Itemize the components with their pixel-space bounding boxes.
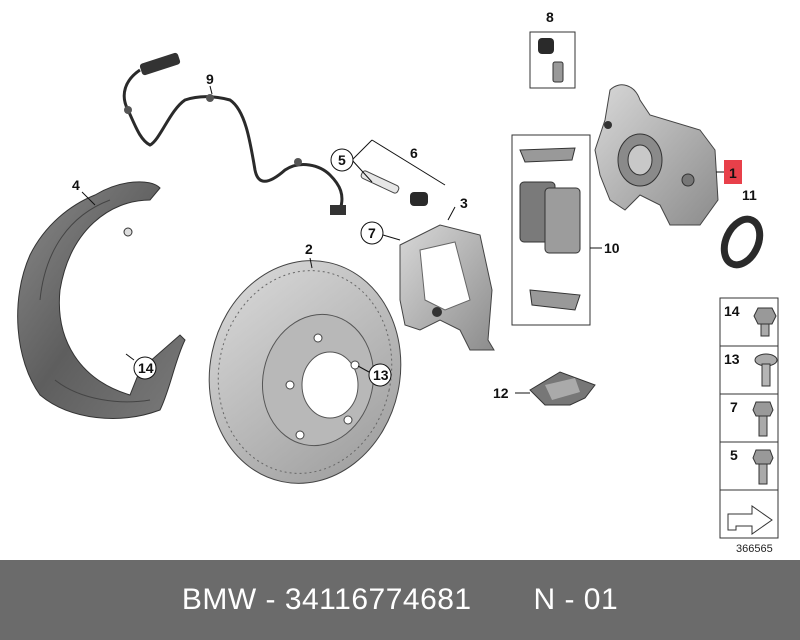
continuation-arrow-icon [727, 505, 773, 535]
callout-4: 4 [72, 177, 80, 193]
diagram-position: N - 01 [533, 583, 619, 616]
legend-5: 5 [730, 447, 738, 463]
callout-1: 1 [729, 165, 737, 181]
callout-2: 2 [305, 241, 313, 257]
bleeder-valve-part [538, 38, 564, 83]
pad-kit-frame [511, 134, 591, 326]
callout-9: 9 [206, 71, 214, 87]
part-number-banner: BMW - 34116774681 N - 01 [0, 560, 800, 640]
callout-circle [330, 148, 354, 172]
parts-diagram: 4 14 9 2 13 5 6 [17, 9, 779, 555]
bleeder-kit-frame [529, 31, 576, 89]
leader-line [81, 191, 96, 206]
callout-12: 12 [493, 385, 509, 401]
callout-7: 7 [368, 225, 376, 241]
callout-circle [368, 363, 392, 387]
callout-6: 6 [410, 145, 418, 161]
brake-disc-part [208, 260, 402, 484]
brand-name: BMW [181, 583, 257, 616]
spacer [472, 583, 534, 617]
legend-14: 14 [724, 303, 740, 319]
grease-sachet-part [529, 371, 596, 406]
callout-circle [133, 356, 157, 380]
guide-pin-part [360, 170, 428, 206]
legend-13: 13 [724, 351, 740, 367]
callout-8: 8 [546, 9, 554, 25]
bolt-14-icon [753, 307, 777, 337]
callout-3: 3 [460, 195, 468, 211]
brake-caliper-part [594, 84, 719, 226]
bolt-5-icon [752, 449, 774, 485]
callout-13-disc: 13 [373, 367, 389, 383]
separator: - [256, 583, 285, 616]
brake-pads-part [519, 147, 581, 311]
diagram-id: 366565 [736, 543, 773, 555]
callout-10: 10 [604, 240, 620, 256]
caliper-carrier-part [399, 224, 495, 351]
legend-7: 7 [730, 399, 738, 415]
callout-11: 11 [742, 187, 757, 203]
bolt-7-icon [752, 401, 774, 437]
callout-circle [360, 221, 384, 245]
callout-5: 5 [338, 152, 346, 168]
seal-ring-part [720, 215, 764, 269]
callout-14-shield: 14 [138, 360, 154, 376]
fastener-legend: 14 13 7 5 [719, 297, 779, 539]
bolt-13-icon [754, 353, 778, 387]
wear-sensor-part [122, 52, 346, 215]
brake-shield-part [17, 181, 186, 419]
callout-1-highlight [724, 160, 742, 184]
part-number: 34116774681 [284, 583, 472, 616]
